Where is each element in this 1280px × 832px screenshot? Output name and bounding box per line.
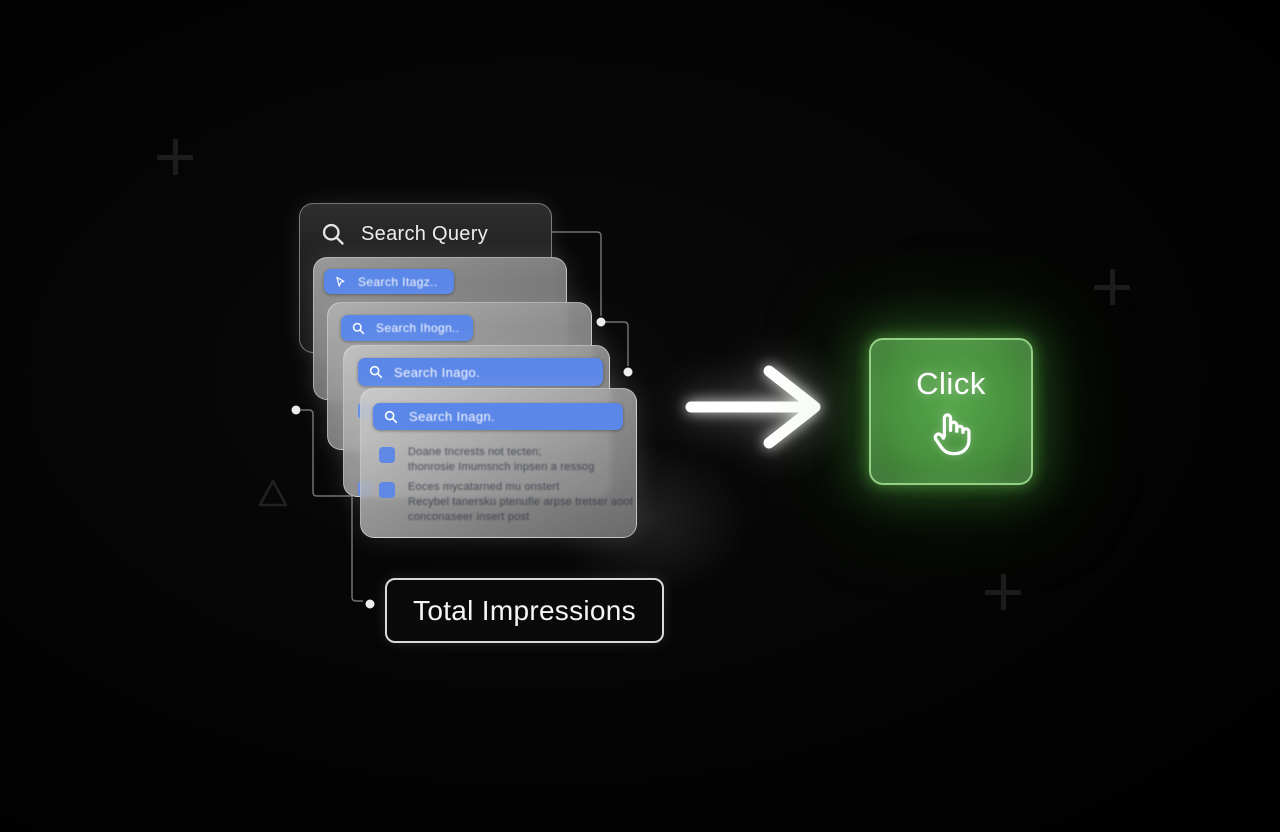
magnifier-icon <box>351 321 366 336</box>
node-dot <box>365 599 375 609</box>
plus-icon <box>1094 269 1130 305</box>
result-item: Eoces mycatarned mu onstert Recybel tane… <box>379 480 633 525</box>
connector-mid-right <box>605 321 629 366</box>
total-impressions-box: Total Impressions <box>385 578 664 643</box>
plus-icon <box>157 139 193 175</box>
search-bar-text: Search Inago. <box>394 364 481 380</box>
hand-pointer-icon <box>926 406 976 460</box>
magnifier-icon <box>368 364 384 380</box>
bullet-icon <box>379 447 395 463</box>
result-line: Recybel tanersku ptenufle arpse tretser … <box>408 496 634 508</box>
result-line: thonrosie Imumsnch inpsen a ressog <box>408 461 595 473</box>
node-dot <box>291 405 301 415</box>
arrow-right-icon <box>685 365 821 449</box>
search-bar[interactable]: Search Ihogn.. <box>341 315 473 341</box>
node-dot <box>596 317 606 327</box>
card-title: Search Query <box>361 223 488 245</box>
search-bar[interactable]: Search Inagn. <box>373 403 623 430</box>
search-bar-text: Search Inagn. <box>409 409 496 424</box>
connector-top-right <box>552 231 602 316</box>
card-layer-5: Search Inagn. Doane tncrests not tecten;… <box>360 388 637 538</box>
result-line: Eoces mycatarned mu onstert <box>408 481 560 493</box>
search-bar[interactable]: Search Inago. <box>358 358 603 386</box>
result-item: Doane tncrests not tecten; thonrosie Imu… <box>379 445 595 475</box>
bullet-icon <box>379 482 395 498</box>
magnifier-icon <box>320 221 347 248</box>
connector-bottom <box>351 468 363 602</box>
click-button-label: Click <box>916 365 986 401</box>
search-bar-text: Search Itagz.. <box>358 274 438 289</box>
node-dot <box>623 367 633 377</box>
triangle-icon <box>258 479 288 507</box>
cursor-icon <box>334 275 348 289</box>
result-line: conconaseer insert post <box>408 511 530 523</box>
search-bar[interactable]: Search Itagz.. <box>324 269 454 294</box>
result-line: Doane tncrests not tecten; <box>408 446 542 458</box>
click-button[interactable]: Click <box>869 338 1033 485</box>
search-bar-text: Search Ihogn.. <box>376 321 460 335</box>
magnifier-icon <box>383 409 399 425</box>
connector-left <box>301 409 352 497</box>
plus-icon <box>985 574 1021 610</box>
total-impressions-label: Total Impressions <box>413 594 636 626</box>
